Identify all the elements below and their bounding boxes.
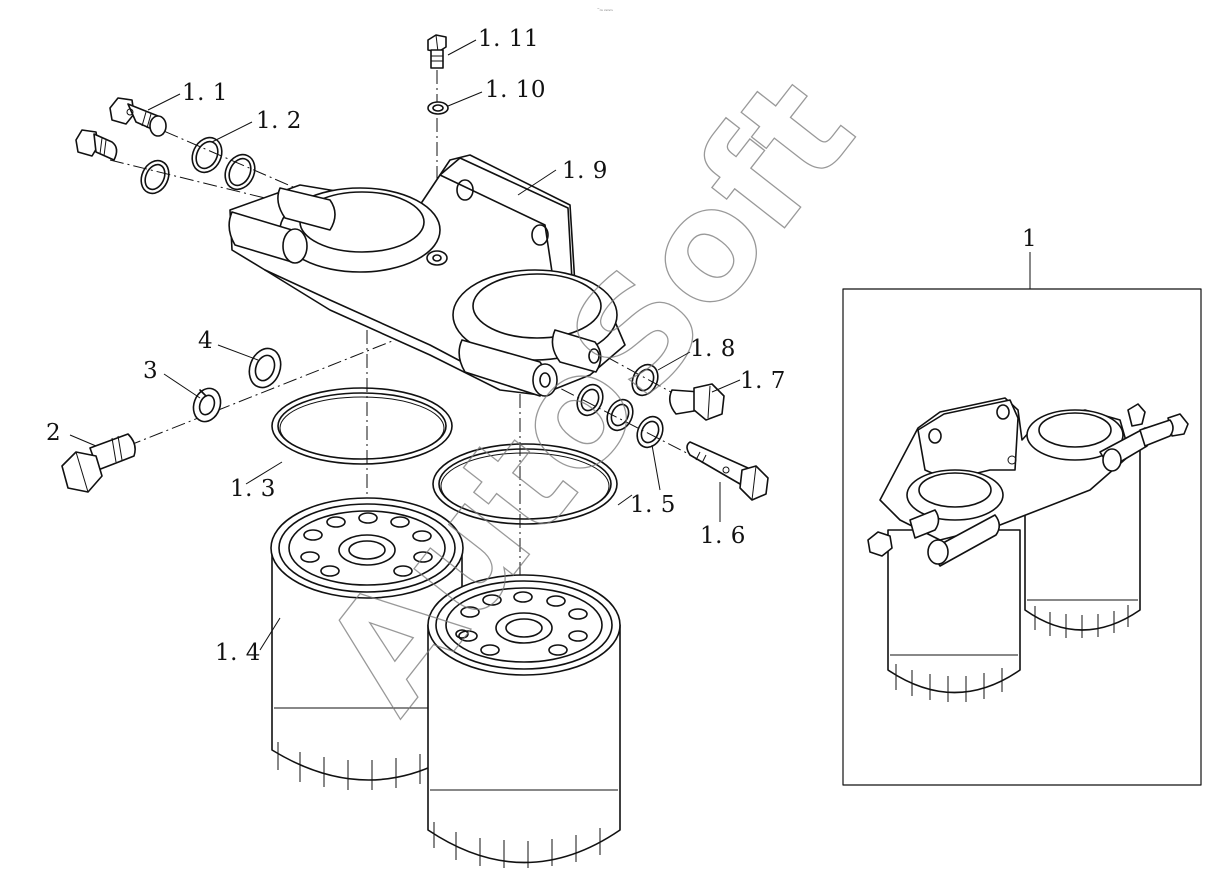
part-4-washer	[248, 347, 282, 389]
label-2: 2	[46, 420, 61, 446]
label-1-7: 1. 7	[740, 368, 786, 394]
label-1-11: 1. 11	[478, 26, 539, 52]
part-1-5-seal	[432, 443, 618, 525]
label-4: 4	[198, 328, 213, 354]
label-1-9: 1. 9	[562, 158, 608, 184]
assembled-view-inset	[842, 288, 1202, 786]
label-1-2: 1. 2	[256, 108, 302, 134]
part-1-10-washer	[427, 101, 449, 115]
part-plug-lower	[75, 129, 118, 161]
part-1-4-filter-front	[427, 574, 621, 868]
part-3-lock-washer	[192, 387, 222, 423]
part-1-4-filter-rear	[270, 497, 464, 790]
label-1-4: 1. 4	[215, 640, 261, 666]
label-1-3: 1. 3	[230, 476, 276, 502]
callout-labels: 1. 11 1. 10 1. 1 1. 2 1. 9 1 4 3 2 1. 3 …	[46, 26, 1037, 666]
label-3: 3	[143, 358, 158, 384]
part-1-1-plug	[109, 97, 167, 137]
part-1-9-filter-head	[228, 154, 626, 397]
header-note: ⁻ₘ ₙₘₘ	[597, 7, 613, 13]
label-1-5: 1. 5	[630, 492, 676, 518]
label-1-8: 1. 8	[690, 336, 736, 362]
part-1-6-banjo-bolt	[686, 441, 769, 501]
part-1-7-plug	[668, 383, 725, 421]
label-1-10: 1. 10	[485, 77, 546, 103]
part-2-bolt	[61, 433, 136, 493]
part-1-8-rings	[576, 363, 664, 449]
part-1-11-bolt	[427, 34, 447, 69]
label-1: 1	[1022, 226, 1037, 252]
part-1-3-seal	[271, 387, 453, 465]
part-1-2-rings	[140, 136, 256, 195]
label-1-6: 1. 6	[700, 523, 746, 549]
leader-lines	[69, 39, 1031, 651]
label-1-1: 1. 1	[182, 80, 228, 106]
